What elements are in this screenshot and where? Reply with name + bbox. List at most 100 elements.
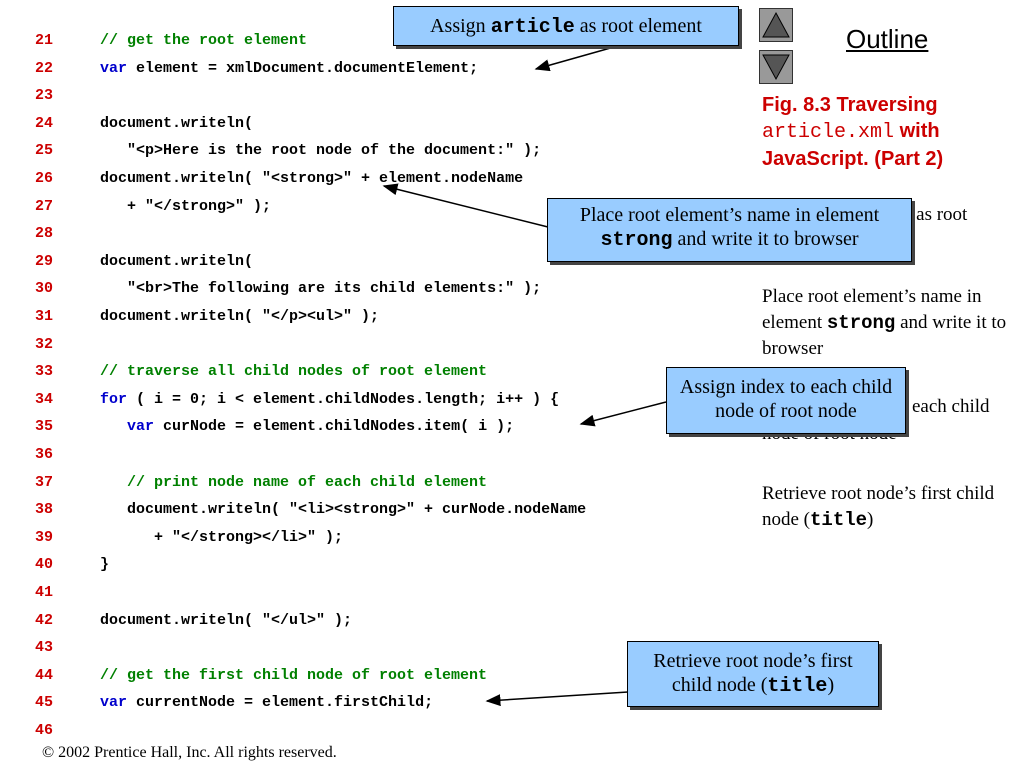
side-note-place-name-pre: Place root element’s name in element <box>762 286 982 333</box>
code-keyword: var <box>100 59 128 77</box>
line-number: 36 <box>35 446 54 463</box>
code-text: // print node name of each child element <box>100 469 487 496</box>
line-number: 25 <box>35 142 54 160</box>
callout-assign-article-code: article <box>490 16 575 39</box>
code-segment: ( i = 0; i < element.childNodes.length; … <box>127 390 560 408</box>
side-note-retrieve-code: title <box>810 509 868 531</box>
code-line: 40} <box>0 551 700 578</box>
code-line: 26 document.writeln( "<strong>" + element… <box>0 165 700 192</box>
side-note-root-text: as root <box>911 204 968 225</box>
code-text: var curNode = element.childNodes.item( i… <box>100 413 514 440</box>
down-triangle-icon <box>762 54 790 81</box>
code-line: 31 document.writeln( "</p><ul>" ); <box>0 303 700 330</box>
line-number: 32 <box>35 335 54 353</box>
code-line: 27 + "</strong>" ); <box>0 193 700 220</box>
side-note-place-name-code: strong <box>826 312 896 334</box>
side-note-place-name-post: and write it to browser <box>762 312 1007 359</box>
code-text: + "</strong>" ); <box>100 193 271 220</box>
code-line: 37 // print node name of each child elem… <box>0 469 700 496</box>
up-triangle-icon <box>762 11 790 38</box>
code-segment: + "</strong>" ); <box>100 197 272 215</box>
code-segment: curNode = element.childNodes.item( i ); <box>154 418 515 436</box>
arrow-place-name <box>382 183 549 228</box>
callout-retrieve-first-pre: Retrieve root node’s first child node ( <box>653 650 853 696</box>
line-number: 45 <box>35 694 54 712</box>
code-line: 21 // get the root element <box>0 27 700 54</box>
line-number: 40 <box>35 556 54 574</box>
arrow-assign-index <box>579 401 667 427</box>
code-line: 43 <box>0 634 700 661</box>
code-comment: // traverse all child nodes of root elem… <box>100 363 488 381</box>
figure-caption-file: article.xml <box>762 121 895 144</box>
code-text: var currentNode = element.firstChild; <box>100 689 433 716</box>
code-keyword: var <box>100 694 128 712</box>
code-segment: } <box>100 556 110 574</box>
figure-caption-prefix: Fig. 8.3 Traversing <box>762 94 938 116</box>
code-text: document.writeln( "<strong>" + element.n… <box>100 165 523 192</box>
code-line: 30 "<br>The following are its child elem… <box>0 275 700 302</box>
side-note-index-1: each child <box>912 396 990 417</box>
line-number: 21 <box>35 32 54 49</box>
callout-assign-index: Assign index to each child node of root … <box>666 367 906 434</box>
callout-retrieve-first: Retrieve root node’s first child node (t… <box>627 641 879 707</box>
code-segment: document.writeln( <box>100 252 254 270</box>
code-segment: document.writeln( "</p><ul>" ); <box>100 308 380 325</box>
line-number: 33 <box>35 363 54 381</box>
code-line: 36 <box>0 441 700 468</box>
code-segment: document.writeln( <box>100 114 254 132</box>
code-text: document.writeln( <box>100 248 253 275</box>
side-note-retrieve-post: ) <box>867 509 874 530</box>
outline-link[interactable]: Outline <box>846 24 929 54</box>
code-line: 39 + "</strong></li>" ); <box>0 524 700 551</box>
line-number: 26 <box>35 170 54 187</box>
callout-retrieve-first-code: title <box>767 675 828 698</box>
code-text: // traverse all child nodes of root elem… <box>100 358 487 385</box>
code-comment: // get the root element <box>100 32 308 49</box>
code-line: 23 <box>0 82 700 109</box>
copyright-footer: © 2002 Prentice Hall, Inc. All rights re… <box>42 744 337 761</box>
code-line: 46 <box>0 717 700 744</box>
code-line: 28 <box>0 220 700 247</box>
line-number: 44 <box>35 666 54 684</box>
callout-place-name-post: and write it to browser <box>672 228 859 250</box>
code-segment: "<p>Here is the root node of the documen… <box>100 142 542 160</box>
code-comment: // get the first child node of root elem… <box>100 666 488 684</box>
code-text: } <box>100 551 109 578</box>
side-note-place-name: Place root element’s name in element str… <box>762 284 1012 362</box>
code-segment: document.writeln( "<strong>" + element.n… <box>100 170 524 187</box>
callout-assign-article-post: as root element <box>574 15 702 37</box>
code-line: 24 document.writeln( <box>0 110 700 137</box>
side-note-retrieve-pre: Retrieve root node’s first child node ( <box>762 483 995 530</box>
code-text: "<p>Here is the root node of the documen… <box>100 137 541 164</box>
code-line: 38 document.writeln( "<li><strong>" + cu… <box>0 496 700 523</box>
callout-place-name: Place root element’s name in element str… <box>547 198 912 262</box>
line-number: 30 <box>35 280 54 298</box>
code-keyword: for <box>100 390 128 408</box>
code-line: 32 <box>0 331 700 358</box>
line-number: 29 <box>35 252 54 270</box>
line-number: 31 <box>35 308 54 325</box>
code-text: // get the root element <box>100 27 307 54</box>
figure-caption-suffix: with JavaScript. (Part 2) <box>762 120 944 170</box>
code-line: 44 // get the first child node of root el… <box>0 662 700 689</box>
code-text: document.writeln( "</ul>" ); <box>100 607 352 634</box>
code-segment: element = xmlDocument.documentElement; <box>127 59 479 77</box>
line-number: 23 <box>35 87 54 105</box>
line-number: 46 <box>35 722 54 739</box>
line-number: 37 <box>35 473 54 491</box>
arrow-retrieve-first <box>485 691 629 707</box>
code-text: document.writeln( <box>100 110 253 137</box>
code-text: // get the first child node of root elem… <box>100 662 487 689</box>
code-segment: document.writeln( "<li><strong>" + curNo… <box>100 501 587 519</box>
line-number: 24 <box>35 114 54 132</box>
previous-slide-button[interactable] <box>759 8 793 42</box>
code-line: 41 <box>0 579 700 606</box>
line-number: 41 <box>35 584 54 601</box>
callout-assign-article: Assign article as root element <box>393 6 739 46</box>
callout-place-name-code: strong <box>600 229 673 252</box>
next-slide-button[interactable] <box>759 50 793 84</box>
code-keyword: var <box>127 418 155 436</box>
